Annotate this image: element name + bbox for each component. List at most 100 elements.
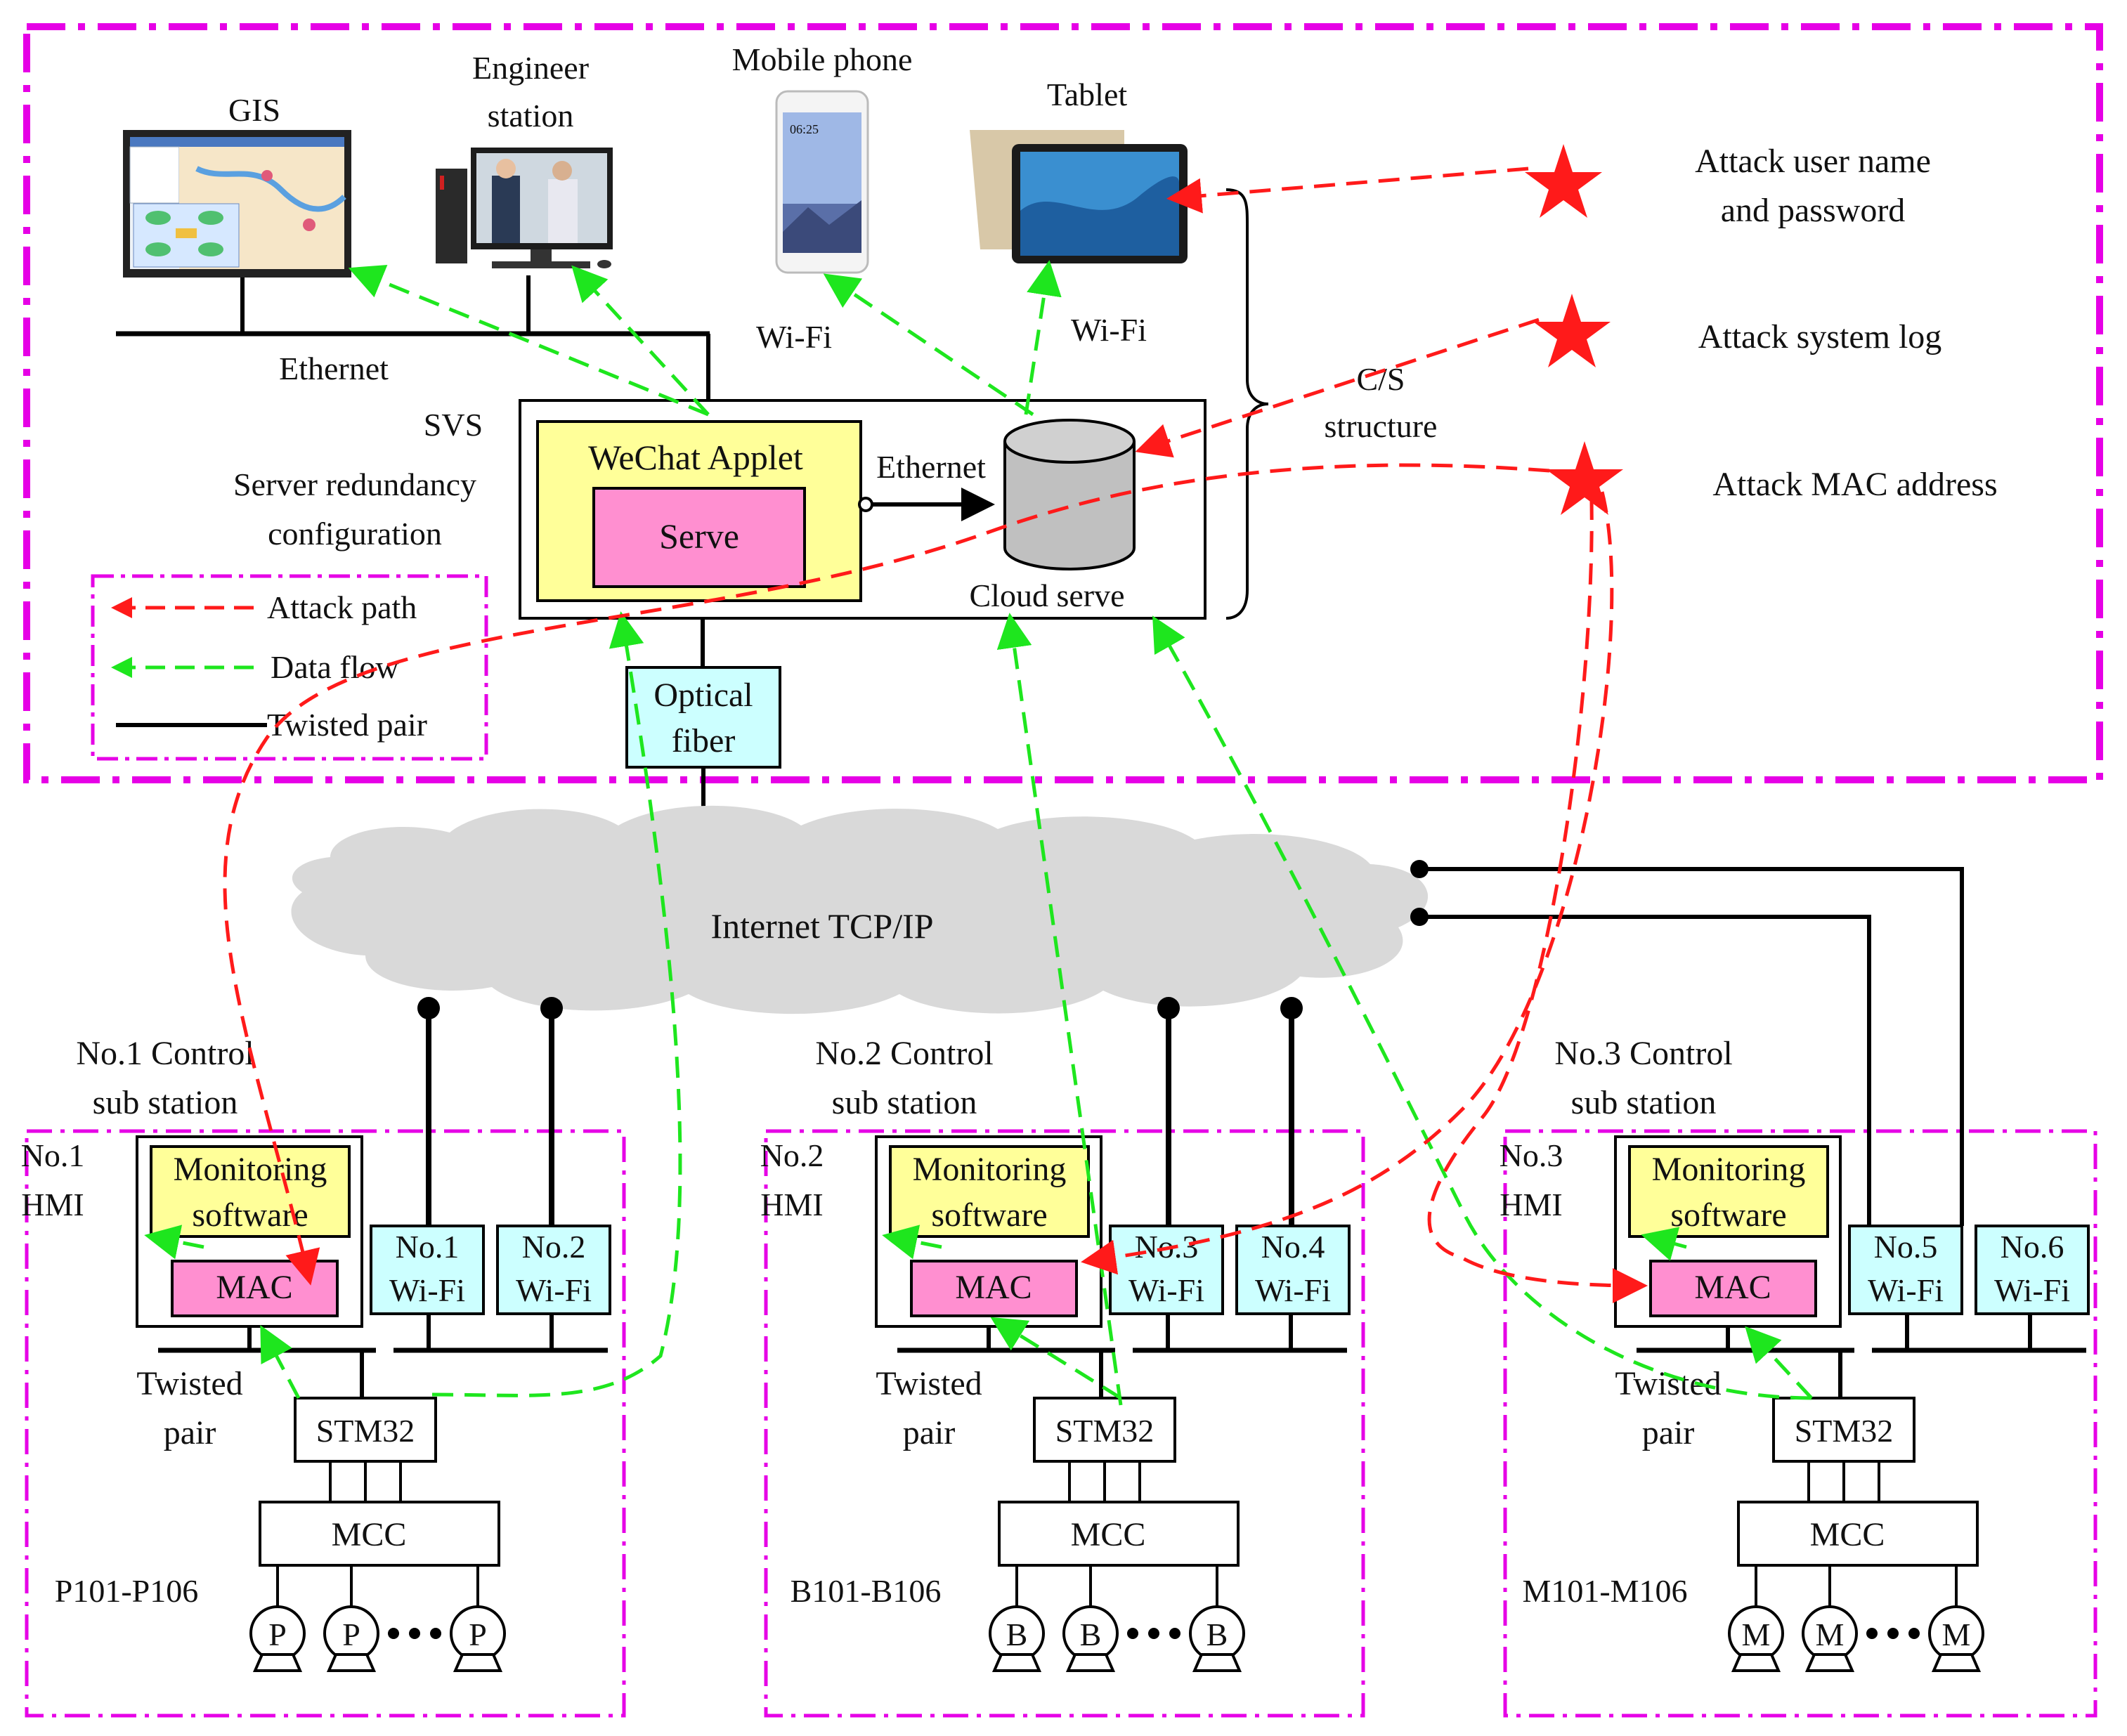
monitoring-label-2: software	[931, 1196, 1047, 1234]
monitoring-label-1: Monitoring	[174, 1151, 327, 1188]
ellipsis-dot	[1866, 1628, 1878, 1639]
database-cylinder-icon	[1003, 419, 1136, 570]
twisted-pair-label-2: pair	[164, 1414, 216, 1451]
wifi-left-label: Wi-Fi	[756, 319, 832, 355]
twisted-pair-label-2: pair	[1642, 1414, 1695, 1451]
hmi-label-2: HMI	[760, 1187, 823, 1222]
attack-star-icon-2	[1533, 294, 1611, 367]
ethernet-mid-label: Ethernet	[876, 449, 986, 485]
optical-fiber-box	[625, 666, 781, 769]
device-letter: P	[268, 1617, 287, 1652]
wifi-label-1: No.4	[1261, 1229, 1325, 1265]
mac-box	[910, 1260, 1078, 1317]
attack-3-label: Attack MAC address	[1712, 466, 1997, 503]
engineer-label-1: Engineer	[472, 50, 589, 86]
legend-box	[91, 574, 488, 761]
serve-label: Serve	[659, 516, 739, 556]
attack-1-label-2: and password	[1721, 192, 1906, 229]
monitoring-label-1: Monitoring	[1652, 1151, 1806, 1188]
upper-region-border	[23, 23, 2103, 783]
station-title-2: sub station	[93, 1084, 238, 1121]
monitoring-label-2: software	[1670, 1196, 1786, 1234]
svg-text:06:25: 06:25	[790, 122, 819, 136]
device-symbol-icon: B	[1189, 1605, 1245, 1672]
wifi-label-2: Wi-Fi	[516, 1272, 592, 1308]
ellipsis-dot	[430, 1628, 441, 1639]
device-symbol-icon: B	[989, 1605, 1045, 1672]
legend-twisted-label: Twisted pair	[267, 707, 427, 743]
wifi-label-2: Wi-Fi	[1868, 1272, 1944, 1308]
engineer-label-2: station	[488, 98, 574, 133]
optical-label-2: fiber	[672, 722, 736, 759]
device-letter: M	[1816, 1617, 1845, 1652]
device-letter: M	[1942, 1617, 1971, 1652]
mac-label: MAC	[1694, 1269, 1771, 1306]
stm32-label: STM32	[1795, 1413, 1894, 1449]
mac-label: MAC	[216, 1269, 292, 1306]
ellipsis-dot	[1127, 1628, 1138, 1639]
ethernet-top-label: Ethernet	[279, 351, 389, 386]
station-title-2: sub station	[1571, 1084, 1717, 1121]
wifi-label-1: No.5	[1874, 1229, 1938, 1265]
wifi-box	[496, 1225, 611, 1315]
gis-label: GIS	[228, 92, 280, 128]
device-symbol-icon: M	[1928, 1605, 1984, 1672]
twisted-pair-label-1: Twisted	[136, 1365, 242, 1402]
device-letter: P	[342, 1617, 360, 1652]
device-symbol-icon: P	[450, 1605, 506, 1672]
device-symbol-icon: M	[1802, 1605, 1858, 1672]
ellipsis-dot	[388, 1628, 399, 1639]
device-symbol-icon: M	[1728, 1605, 1784, 1672]
mcc-box	[259, 1501, 500, 1567]
twisted-pair-label-1: Twisted	[1615, 1365, 1721, 1402]
wifi-right-label: Wi-Fi	[1071, 312, 1147, 348]
ellipsis-dot	[1908, 1628, 1920, 1639]
stm32-box	[294, 1397, 437, 1463]
devices-label: P101-P106	[55, 1573, 198, 1609]
mcc-label: MCC	[1810, 1516, 1885, 1553]
redundancy-label-1: Server redundancy	[233, 466, 476, 502]
wechat-label: WeChat Applet	[588, 438, 803, 477]
mac-box	[1649, 1260, 1817, 1317]
wifi-label-1: No.6	[2001, 1229, 2064, 1265]
internet-cloud	[291, 805, 1429, 1014]
svs-label: SVS	[424, 407, 483, 443]
cs-brace	[1225, 188, 1269, 620]
tablet-label: Tablet	[1047, 77, 1128, 112]
mobile-phone-icon: 06:25	[775, 90, 869, 274]
ellipsis-dot	[1148, 1628, 1159, 1639]
stm32-label: STM32	[316, 1413, 415, 1449]
station-title-2: sub station	[832, 1084, 977, 1121]
engineer-station-icon	[436, 148, 613, 268]
mcc-box	[1737, 1501, 1979, 1567]
hmi-label-2: HMI	[21, 1187, 84, 1222]
station-title-1: No.2 Control	[815, 1035, 993, 1072]
wifi-label-2: Wi-Fi	[1994, 1272, 2070, 1308]
monitoring-software-box	[889, 1145, 1090, 1238]
mobile-phone-label: Mobile phone	[732, 41, 913, 77]
monitoring-label-1: Monitoring	[913, 1151, 1067, 1188]
station-2-region	[764, 1129, 1365, 1718]
station-1-region	[25, 1129, 626, 1718]
wifi-label-1: No.2	[522, 1229, 586, 1265]
attack-star-icon-1	[1525, 144, 1602, 218]
mcc-label: MCC	[332, 1516, 407, 1553]
legend-data-label: Data flow	[271, 649, 399, 685]
hmi-label-1: No.2	[760, 1137, 824, 1173]
monitoring-software-box	[1628, 1145, 1829, 1238]
mcc-box	[998, 1501, 1240, 1567]
wifi-label-2: Wi-Fi	[389, 1272, 465, 1308]
monitoring-label-2: software	[192, 1196, 308, 1234]
hmi-label-2: HMI	[1500, 1187, 1562, 1222]
devices-label: M101-M106	[1522, 1573, 1687, 1609]
tablet-icon	[970, 130, 1188, 263]
stm32-label: STM32	[1055, 1413, 1154, 1449]
hmi-label-1: No.1	[21, 1137, 85, 1173]
legend-attack-label: Attack path	[267, 589, 417, 625]
ellipsis-dot	[1169, 1628, 1180, 1639]
attack-star-icon-3	[1546, 441, 1623, 515]
